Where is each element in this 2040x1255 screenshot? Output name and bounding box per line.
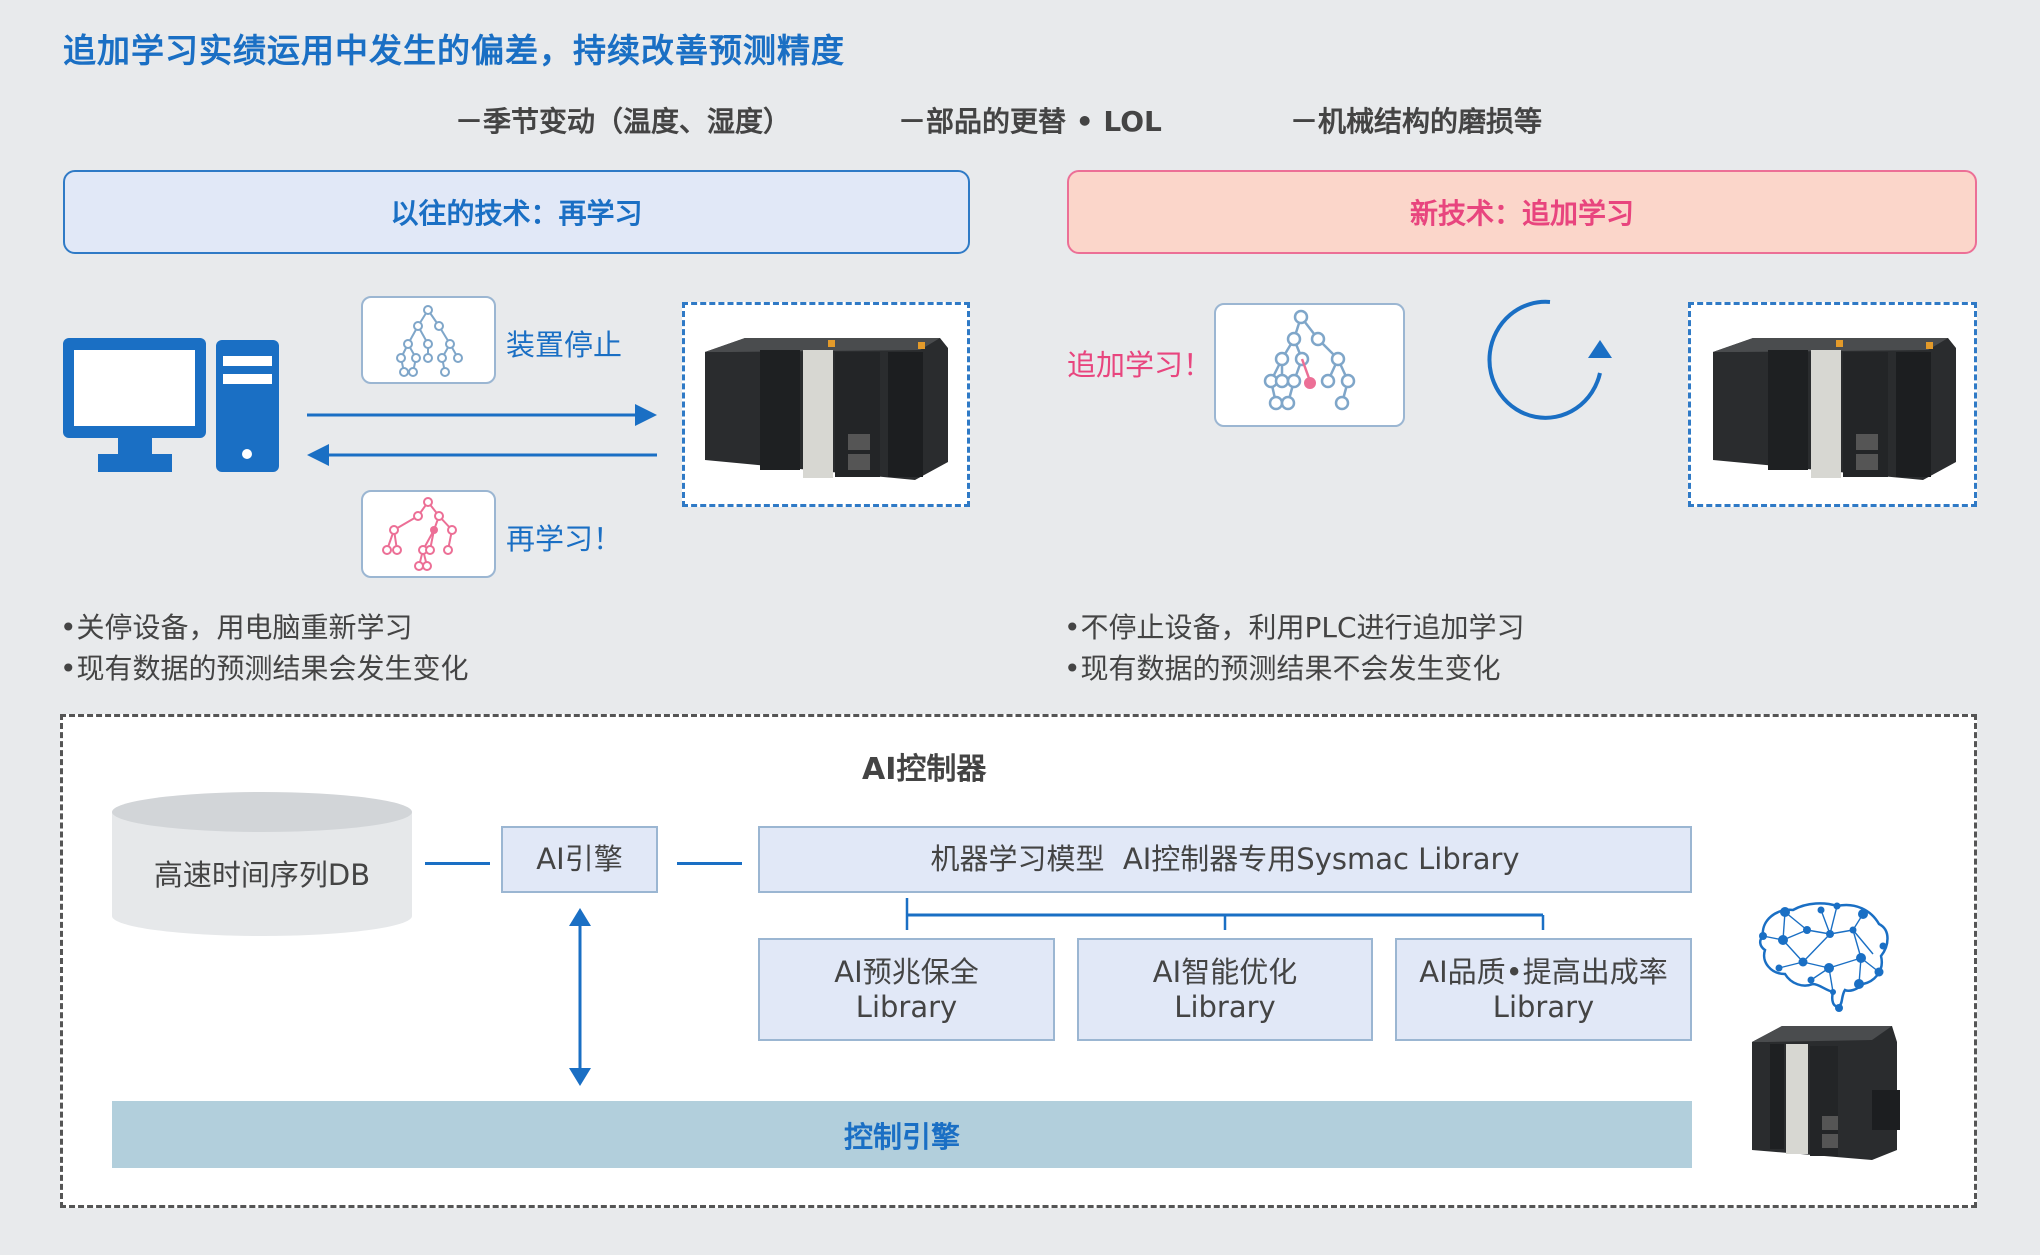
decision-tree-icon (396, 305, 463, 377)
library-subtitle: Library (1174, 989, 1276, 1024)
arrow-right-icon (307, 404, 657, 426)
device-stop-label: 装置停止 (506, 328, 623, 362)
new-tech-header: 新技术：追加学习 (1067, 170, 1977, 254)
database-label: 高速时间序列DB (153, 858, 371, 892)
library-box-predictive-maintenance: AI预兆保全 Library (758, 938, 1055, 1041)
factor-season: －季节变动（温度、湿度） (455, 105, 792, 138)
library-box-optimization: AI智能优化 Library (1077, 938, 1373, 1041)
relearn-label: 再学习！ (506, 522, 623, 556)
ai-controller-title: AI控制器 (862, 752, 987, 787)
control-engine-bar: 控制引擎 (112, 1101, 1692, 1168)
factor-wear: －机械结构的磨损等 (1290, 105, 1543, 138)
bidirectional-arrow-icon (569, 908, 591, 1086)
factor-parts: －部品的更替 • LOL (898, 105, 1162, 138)
relearn-tree-icon (382, 497, 457, 571)
ml-model-box: 机器学习模型 AI控制器专用Sysmac Library (758, 826, 1692, 893)
computer-icon (63, 338, 279, 472)
refresh-cycle-icon (1487, 299, 1612, 420)
add-tree-box (1214, 303, 1405, 427)
arrow-left-icon (307, 444, 657, 466)
library-box-quality-yield: AI品质•提高出成率 Library (1395, 938, 1692, 1041)
database-icon (112, 792, 412, 936)
library-title: AI品质•提高出成率 (1419, 954, 1668, 989)
engine-model-connector (677, 862, 742, 865)
ai-engine-label: AI引擎 (536, 842, 623, 877)
library-title: AI智能优化 (1152, 954, 1298, 989)
ml-model-label: 机器学习模型 AI控制器专用Sysmac Library (930, 842, 1520, 877)
new-tech-header-label: 新技术：追加学习 (1409, 197, 1634, 230)
library-connector (905, 898, 1545, 930)
library-subtitle: Library (855, 989, 958, 1024)
db-engine-connector (425, 862, 490, 865)
old-tech-header: 以往的技术：再学习 (63, 170, 970, 254)
plc-device-image (705, 338, 948, 480)
add-learning-tree-icon (1263, 309, 1356, 411)
library-subtitle: Library (1492, 989, 1595, 1024)
old-tech-header-label: 以往的技术：再学习 (390, 197, 643, 230)
control-engine-label: 控制引擎 (843, 1119, 960, 1154)
plc-device-image-new (1713, 338, 1956, 480)
old-bullet-2: •现有数据的预测结果会发生变化 (60, 652, 469, 685)
library-title: AI预兆保全 (834, 954, 979, 989)
old-bullet-1: •关停设备，用电脑重新学习 (60, 611, 413, 644)
add-learning-label: 追加学习！ (1067, 348, 1213, 382)
new-bullet-2: •现有数据的预测结果不会发生变化 (1064, 652, 1501, 685)
page-title: 追加学习实绩运用中发生的偏差，持续改善预测精度 (63, 31, 845, 70)
ai-controller-device-image (1752, 1026, 1900, 1160)
new-bullet-1: •不停止设备，利用PLC进行追加学习 (1064, 611, 1525, 644)
brain-network-icon (1759, 902, 1889, 1012)
ai-engine-box: AI引擎 (501, 826, 658, 893)
